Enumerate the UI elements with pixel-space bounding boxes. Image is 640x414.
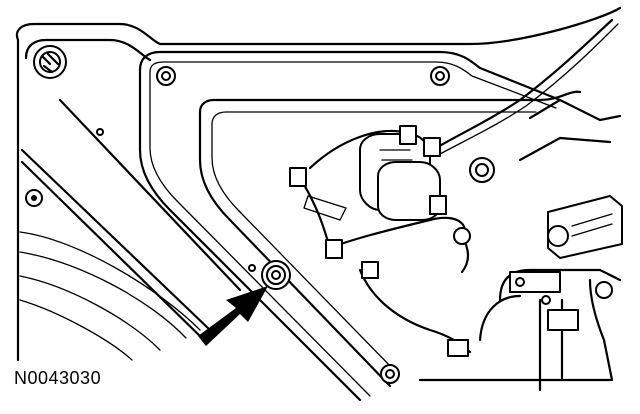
grommet-icon (453, 157, 495, 245)
screw-icon (25, 66, 450, 384)
latch-actuator (478, 98, 623, 392)
wiring-harness (298, 18, 619, 354)
access-hole-outline (198, 90, 612, 388)
rivet-icon (33, 45, 67, 79)
bolt-icon (261, 260, 291, 290)
harness-clip (361, 261, 469, 357)
trim-strips (19, 98, 242, 361)
arrow-icon (198, 286, 268, 346)
figure-id-label: N0043030 (14, 368, 102, 388)
connector-bundle (289, 125, 447, 259)
door-inner-panel (15, 6, 622, 402)
